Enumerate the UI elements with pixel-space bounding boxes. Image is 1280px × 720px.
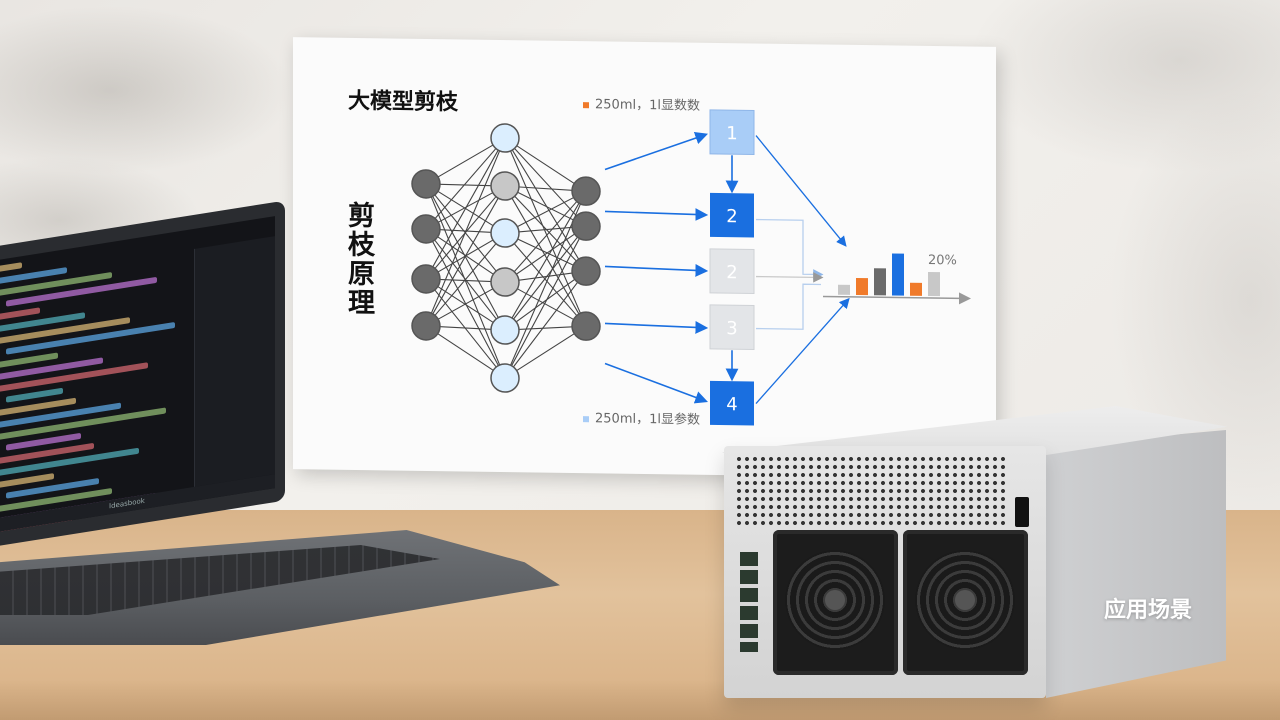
network-edge <box>425 137 506 230</box>
network-edge <box>504 232 587 272</box>
network-edge <box>504 185 587 327</box>
network-node <box>571 176 601 206</box>
box-1-label: 1 <box>726 123 737 144</box>
scene-label: 应用场景 <box>1104 598 1193 623</box>
box-1 <box>709 109 755 156</box>
mini-chart-bar <box>838 284 850 295</box>
network-edge <box>425 232 506 327</box>
arrow-box1-chart <box>755 135 847 247</box>
box-4 <box>709 304 755 351</box>
network-node <box>490 123 520 153</box>
fan-right <box>903 530 1028 675</box>
network-edge <box>504 137 587 227</box>
network-edge <box>504 232 587 327</box>
network-nodes <box>411 123 601 393</box>
box-4-label: 3 <box>726 318 737 339</box>
mini-chart-bars <box>838 253 940 297</box>
connector-box4-chart <box>756 283 821 330</box>
power-switch <box>1015 497 1029 527</box>
network-node <box>411 311 441 341</box>
taskbar-text: Ideasbook <box>109 496 145 511</box>
box-2-label: 2 <box>726 206 737 227</box>
mini-chart-bar <box>910 282 922 296</box>
mini-chart-bar <box>874 268 886 296</box>
arrow-to-box-5 <box>604 362 709 404</box>
network-node <box>490 363 520 393</box>
network-node <box>411 264 441 294</box>
connector-box3-chart <box>756 272 824 283</box>
code-line <box>0 262 22 275</box>
network-edge <box>504 190 587 234</box>
neural-network-diagram: 1 2 2 3 4 20% <box>411 109 971 426</box>
network-edge <box>504 190 587 331</box>
arrow-to-box-4 <box>604 321 709 334</box>
arrow-to-box-1 <box>604 131 709 171</box>
network-edge <box>504 225 587 283</box>
pruning-poster: 大模型剪枝 剪枝原理 250ml，1l显数数 250ml，1l显参数 <box>293 37 996 479</box>
network-node <box>411 169 441 199</box>
mini-chart-bar <box>892 253 904 296</box>
network-edge <box>425 281 506 327</box>
network-edge <box>425 137 506 280</box>
network-edge <box>504 137 587 192</box>
box-3-label: 2 <box>726 262 737 283</box>
file-explorer-panel <box>194 236 275 487</box>
network-edge <box>504 325 587 379</box>
network-edge <box>504 225 587 379</box>
box-3 <box>709 248 755 295</box>
network-node <box>411 214 441 244</box>
network-edge <box>504 270 587 331</box>
mini-chart-axis <box>823 292 971 305</box>
network-edge <box>425 137 506 327</box>
network-edge <box>504 281 587 327</box>
server-side-panel <box>1046 430 1226 698</box>
ethernet-ports <box>740 552 758 652</box>
laptop-screen: Ideasbook <box>0 200 285 552</box>
mini-chart-bar <box>928 271 940 297</box>
network-node <box>490 218 520 248</box>
network-node <box>490 171 520 201</box>
network-edge <box>504 225 587 331</box>
arrow-to-box-2 <box>604 208 709 221</box>
server-vent-grille <box>735 455 1005 525</box>
network-node <box>571 211 601 241</box>
fan-left <box>773 530 898 675</box>
network-node <box>571 311 601 341</box>
network-node <box>490 315 520 345</box>
network-edge <box>504 190 587 283</box>
arrow-to-box-3 <box>604 264 709 277</box>
box-5 <box>710 380 754 426</box>
box-2 <box>710 192 754 238</box>
network-edge <box>504 185 587 272</box>
mini-chart-bar <box>856 277 868 296</box>
network-edge <box>425 137 506 185</box>
mini-chart-percent-label: 20% <box>928 253 957 268</box>
network-edge <box>504 270 587 379</box>
connector-box2-chart <box>756 218 824 280</box>
network-node <box>490 267 520 297</box>
network-edge <box>504 137 587 272</box>
network-edge <box>425 325 506 379</box>
arrow-box5-chart <box>755 297 850 404</box>
network-edge <box>425 185 506 327</box>
network-edge <box>504 185 587 227</box>
box-5-label: 4 <box>726 394 737 415</box>
network-node <box>571 256 601 286</box>
network-edge <box>504 137 587 327</box>
code-editor: Ideasbook <box>0 216 275 536</box>
